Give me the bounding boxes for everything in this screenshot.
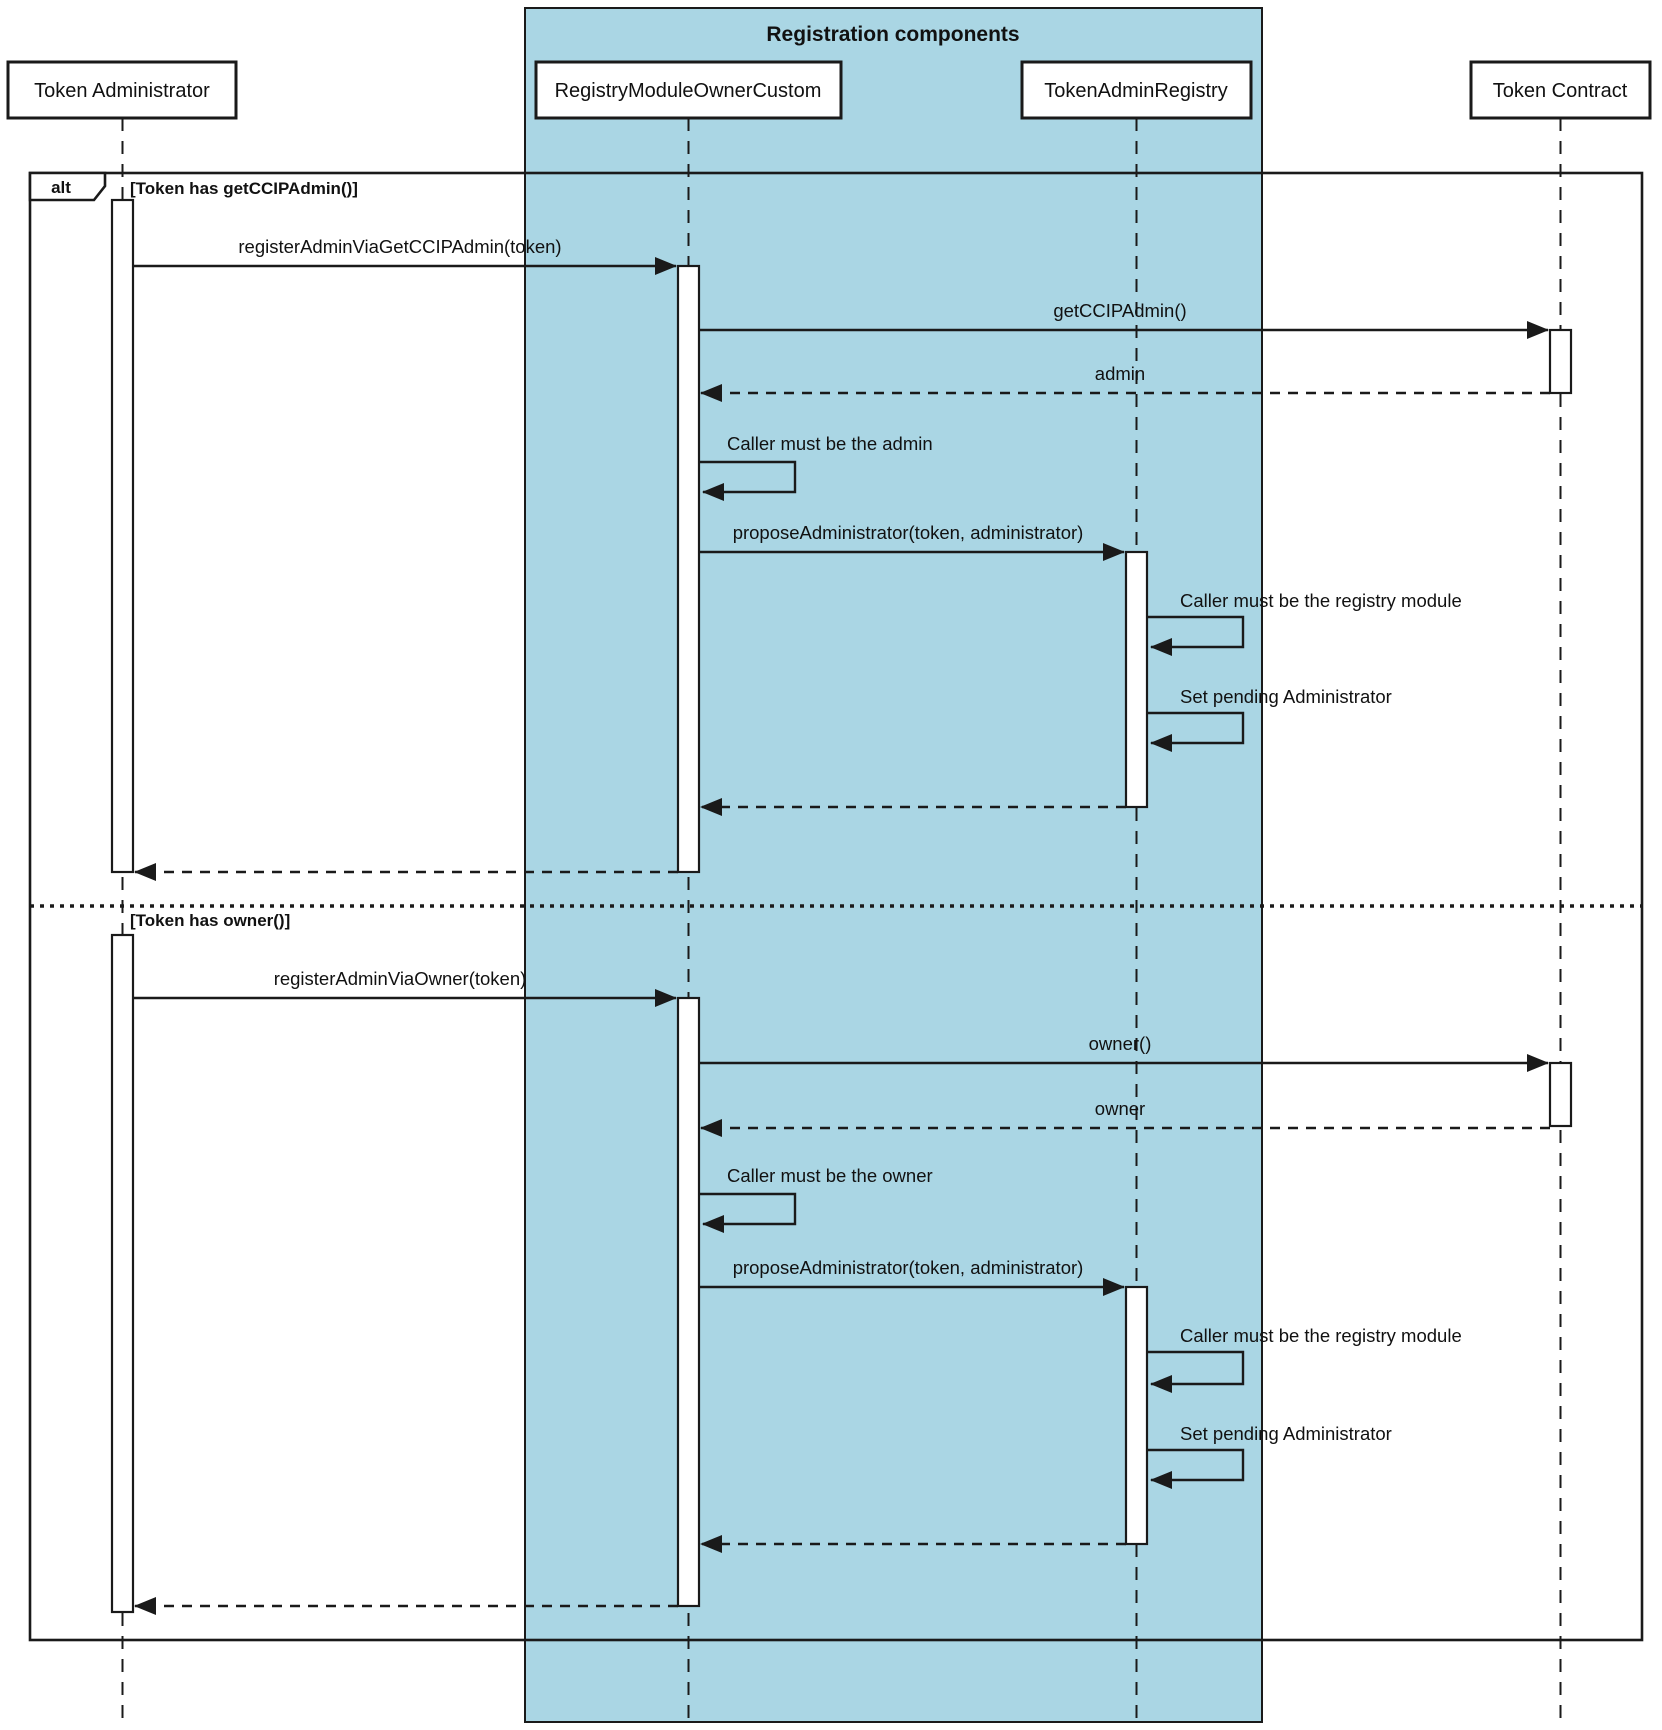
- message-owner-label: owner(): [1089, 1033, 1152, 1054]
- return-owner-label: owner: [1095, 1098, 1145, 1119]
- guard-token-has-getccipadmin: [Token has getCCIPAdmin()]: [130, 179, 358, 198]
- alt-operator-pentagon: [28, 171, 107, 202]
- participant-label-token-administrator: Token Administrator: [34, 80, 210, 102]
- participant-box-token-admin-registry: [1020, 60, 1253, 120]
- participant-label-registry-module-owner-custom: RegistryModuleOwnerCustom: [555, 80, 822, 102]
- self-message-caller-must-be-registry-module-1: [1147, 615, 1245, 656]
- self-message-caller-must-be-registry-module-2: [1147, 1350, 1245, 1393]
- message-register-admin-via-getccipadmin-label: registerAdminViaGetCCIPAdmin(token): [238, 236, 561, 257]
- participant-box-registry-module-owner-custom: [534, 60, 843, 120]
- self-message-set-pending-administrator-1: [1147, 711, 1245, 752]
- activation-token-administrator-1: [110, 198, 135, 874]
- message-propose-administrator-1-label: proposeAdministrator(token, administrato…: [733, 522, 1084, 543]
- message-propose-administrator-2-label: proposeAdministrator(token, administrato…: [733, 1257, 1084, 1278]
- self-message-caller-must-be-registry-module-1-label: Caller must be the registry module: [1180, 590, 1462, 611]
- participant-label-token-contract: Token Contract: [1493, 80, 1628, 102]
- self-message-set-pending-administrator-1-label: Set pending Administrator: [1180, 686, 1392, 707]
- self-message-caller-must-be-owner-label: Caller must be the owner: [727, 1165, 933, 1186]
- self-message-set-pending-administrator-2-label: Set pending Administrator: [1180, 1423, 1392, 1444]
- self-message-caller-must-be-owner: [699, 1192, 797, 1233]
- guard-token-has-owner: [Token has owner()]: [130, 911, 290, 930]
- registration-components-title: Registration components: [766, 23, 1019, 46]
- participant-registry-module-owner-custom: RegistryModuleOwnerCustom: [534, 60, 843, 120]
- activation-token-admin-registry-1: [1124, 550, 1149, 809]
- self-message-caller-must-be-registry-module-2-label: Caller must be the registry module: [1180, 1325, 1462, 1346]
- participant-box-token-administrator: [6, 60, 238, 120]
- return-admin-label: admin: [1095, 363, 1145, 384]
- self-message-caller-must-be-admin-label: Caller must be the admin: [727, 433, 933, 454]
- participant-token-contract: Token Contract: [1469, 60, 1652, 120]
- activation-token-administrator-2: [110, 933, 135, 1614]
- self-message-caller-must-be-admin: [699, 460, 797, 501]
- self-message-set-pending-administrator-2: [1147, 1448, 1245, 1489]
- participant-box-token-contract: [1469, 60, 1652, 120]
- message-register-admin-via-owner-label: registerAdminViaOwner(token): [274, 968, 527, 989]
- activation-token-admin-registry-2: [1124, 1285, 1149, 1546]
- section-token-has-getccipadmin: registerAdminViaGetCCIPAdmin(token) getC…: [133, 236, 1550, 881]
- section-token-has-owner: registerAdminViaOwner(token) owner() own…: [133, 968, 1550, 1615]
- participant-token-admin-registry: TokenAdminRegistry: [1020, 60, 1253, 120]
- activation-registry-module-2: [676, 996, 701, 1608]
- participant-label-token-admin-registry: TokenAdminRegistry: [1044, 80, 1227, 102]
- activation-token-contract-1: [1548, 328, 1573, 395]
- activation-registry-module-1: [676, 264, 701, 874]
- activation-token-contract-2: [1548, 1061, 1573, 1128]
- message-getccipadmin-label: getCCIPAdmin(): [1053, 300, 1186, 321]
- participant-token-administrator: Token Administrator: [6, 60, 238, 120]
- alt-operator-label: alt: [51, 178, 71, 197]
